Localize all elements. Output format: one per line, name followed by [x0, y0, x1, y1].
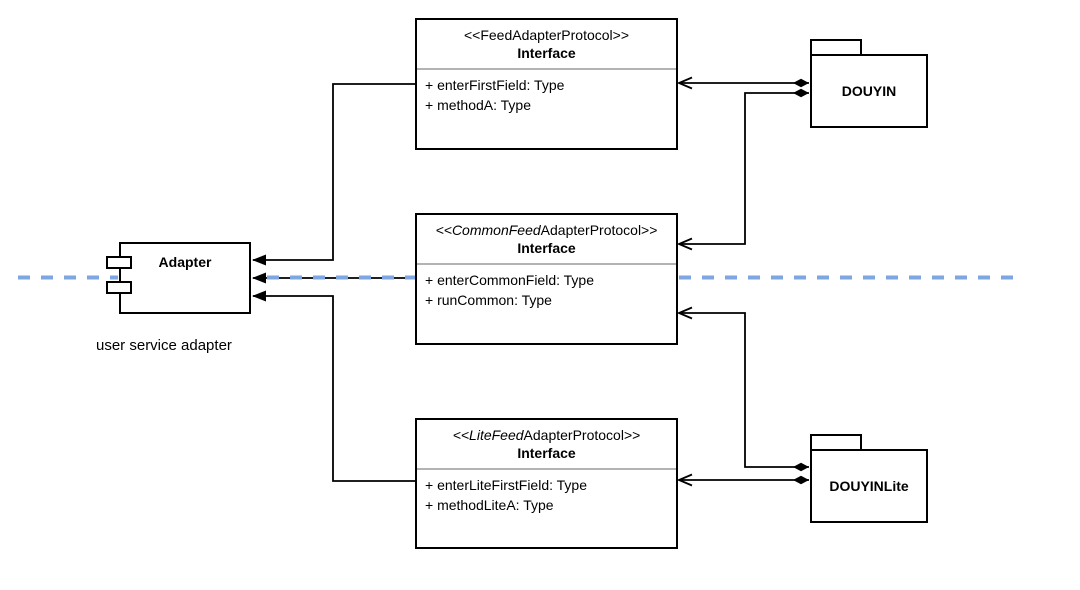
stereotype-italic-part: <<CommonFeed — [435, 221, 541, 238]
filled-arrowhead-group — [252, 254, 266, 302]
package-body: DOUYINLite — [810, 449, 928, 523]
diamond-endpoint — [793, 462, 809, 472]
filled-arrowhead — [252, 254, 266, 266]
edge-douyinlite-to-common-interface — [680, 312, 809, 468]
package-body: DOUYIN — [810, 54, 928, 128]
edge-douyin-to-common-interface — [680, 92, 809, 245]
component-interface-notch — [106, 256, 132, 269]
component-adapter: Adapter — [119, 242, 251, 314]
diamond-endpoint — [793, 88, 809, 98]
method: + runCommon: Type — [425, 292, 552, 308]
interface-commonfeed-header: <<CommonFeedAdapterProtocol>> Interface — [417, 215, 676, 263]
open-arrowhead — [676, 76, 693, 90]
package-douyin: DOUYIN — [810, 39, 928, 128]
method: + methodLiteA: Type — [425, 497, 554, 513]
method: + enterLiteFirstField: Type — [425, 477, 587, 493]
diamond-endpoint-group — [793, 78, 809, 485]
stereotype-regular-part: AdapterProtocol>> — [523, 426, 641, 443]
diamond-endpoint — [793, 475, 809, 485]
diamond-endpoint — [793, 78, 809, 88]
open-arrowhead-group — [676, 76, 693, 487]
interface-commonfeed-stereotype: <<CommonFeedAdapterProtocol>> — [436, 222, 658, 239]
interface-feed-stereotype: <<FeedAdapterProtocol>> — [464, 27, 629, 44]
stereotype-italic-part: <<LiteFeed — [452, 426, 524, 443]
package-douyin-label: DOUYIN — [841, 83, 897, 99]
interface-feed-name: Interface — [517, 44, 576, 61]
interface-litefeed-name: Interface — [517, 444, 576, 461]
interface-feed-methods: + enterFirstField: Type + methodA: Type — [417, 68, 676, 120]
method: + enterCommonField: Type — [425, 272, 594, 288]
component-adapter-title: Adapter — [158, 254, 212, 270]
adapter-caption: user service adapter — [96, 337, 232, 354]
open-arrowhead — [676, 237, 693, 251]
interface-feed-header: <<FeedAdapterProtocol>> Interface — [417, 20, 676, 68]
edge-feed-interface-to-adapter — [253, 83, 415, 261]
filled-arrowhead — [252, 290, 266, 302]
interface-feed: <<FeedAdapterProtocol>> Interface + ente… — [415, 18, 678, 150]
edge-lite-interface-to-adapter — [253, 295, 415, 482]
method: + methodA: Type — [425, 97, 531, 113]
filled-arrowhead — [252, 272, 266, 284]
interface-commonfeed: <<CommonFeedAdapterProtocol>> Interface … — [415, 213, 678, 345]
interface-commonfeed-name: Interface — [517, 239, 576, 256]
interface-litefeed-methods: + enterLiteFirstField: Type + methodLite… — [417, 468, 676, 520]
method: + enterFirstField: Type — [425, 77, 565, 93]
interface-litefeed-header: <<LiteFeedAdapterProtocol>> Interface — [417, 420, 676, 468]
stereotype-regular-part: AdapterProtocol>> — [540, 221, 658, 238]
package-douyinlite: DOUYINLite — [810, 434, 928, 523]
interface-litefeed-stereotype: <<LiteFeedAdapterProtocol>> — [453, 427, 641, 444]
open-arrowhead — [676, 306, 693, 320]
package-douyinlite-label: DOUYINLite — [829, 478, 909, 494]
interface-commonfeed-methods: + enterCommonField: Type + runCommon: Ty… — [417, 263, 676, 315]
component-interface-notch — [106, 281, 132, 294]
open-arrowhead — [676, 473, 693, 487]
stereotype-regular-part: <<FeedAdapterProtocol>> — [463, 26, 629, 43]
interface-litefeed: <<LiteFeedAdapterProtocol>> Interface + … — [415, 418, 678, 549]
